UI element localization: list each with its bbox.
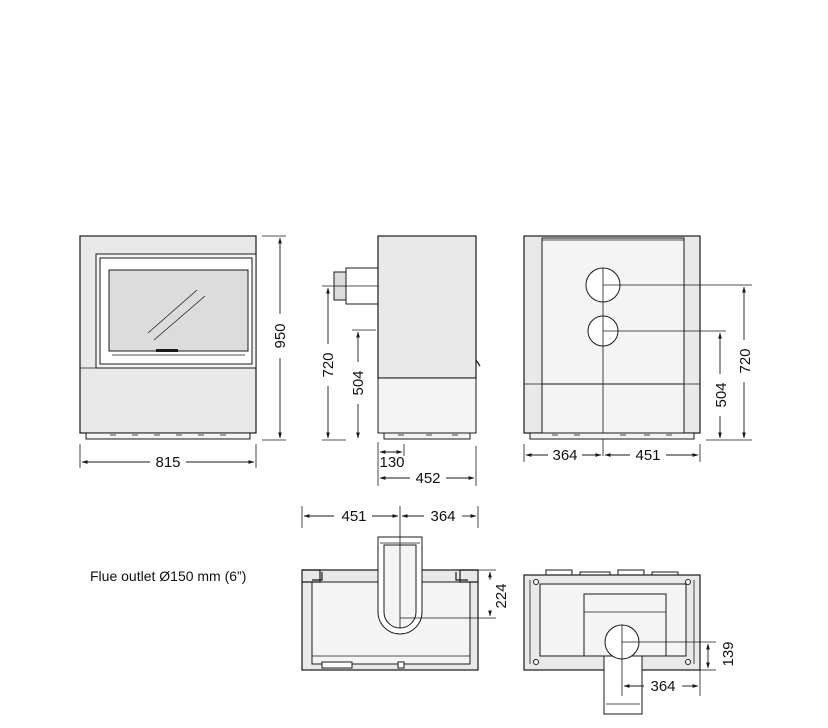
dimension-bottom-364: 364	[623, 670, 701, 696]
label-452: 452	[415, 470, 440, 487]
dimension-side-504: 504	[350, 329, 376, 439]
label-364-top: 364	[430, 508, 455, 525]
dimension-bottom-139: 139	[700, 641, 737, 671]
label-815: 815	[155, 454, 180, 471]
dimension-side-452: 452	[379, 446, 477, 487]
label-504-rear: 504	[713, 382, 730, 407]
label-364-rear: 364	[552, 447, 577, 464]
label-451-top: 451	[341, 508, 366, 525]
label-720-side: 720	[320, 352, 337, 377]
label-224: 224	[493, 583, 510, 608]
front-view	[79, 235, 257, 440]
flue-outlet-caption: Flue outlet Ø150 mm (6”)	[90, 568, 247, 584]
dimension-rear-720: 720	[603, 284, 754, 439]
label-720-rear: 720	[737, 348, 754, 373]
label-504-side: 504	[350, 370, 367, 395]
bottom-view	[523, 569, 716, 715]
dimension-side-130: 130	[377, 442, 405, 486]
dimension-side-720: 720	[320, 285, 346, 441]
dimension-rear-504: 504	[603, 330, 752, 441]
label-130: 130	[379, 454, 404, 471]
dimension-top-horizontal: 451 364	[301, 506, 479, 528]
dimension-rear-bottom: 364 451	[523, 444, 701, 464]
label-364-bottom: 364	[650, 678, 675, 695]
dimension-front-width: 815	[79, 444, 257, 471]
side-view	[333, 235, 481, 440]
dimension-top-224: 224	[478, 569, 510, 617]
top-view	[301, 524, 496, 671]
label-950: 950	[272, 323, 289, 348]
rear-view	[523, 235, 701, 456]
label-451-rear: 451	[635, 447, 660, 464]
label-139: 139	[720, 641, 737, 666]
dimension-front-height: 950	[262, 235, 289, 441]
